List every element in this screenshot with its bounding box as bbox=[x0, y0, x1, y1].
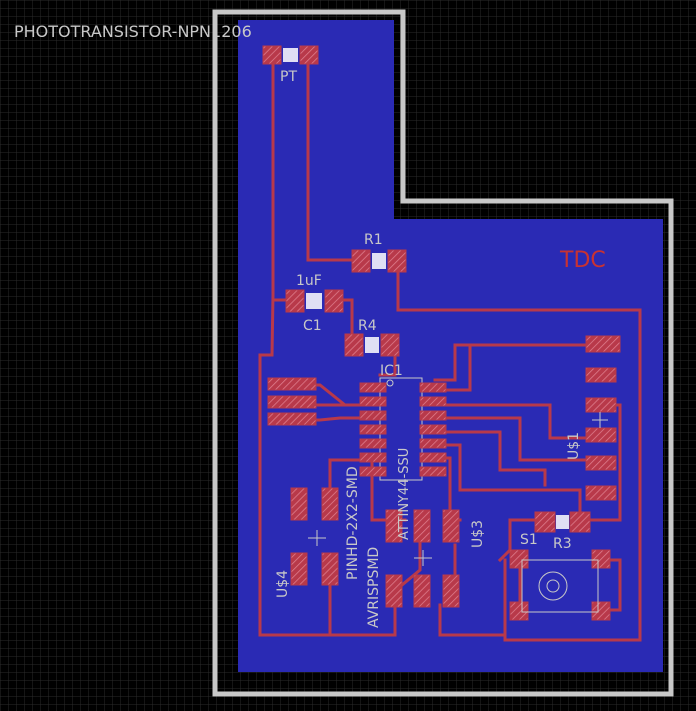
us1-footprint bbox=[585, 335, 621, 501]
copper-pour bbox=[238, 20, 663, 672]
r4-footprint bbox=[344, 333, 400, 357]
s1-switch-footprint bbox=[509, 549, 611, 621]
s1-label: S1 bbox=[520, 532, 538, 548]
phototransistor-footprint bbox=[262, 45, 319, 65]
pt-label: PT bbox=[280, 69, 297, 85]
r3-label: R3 bbox=[553, 536, 572, 552]
us4-footprint bbox=[290, 487, 339, 586]
us3-label: U$3 bbox=[470, 520, 486, 548]
ic1-label: IC1 bbox=[380, 363, 403, 379]
r4-label: R4 bbox=[358, 318, 377, 334]
attiny-label: ATTINY44-SSU bbox=[397, 448, 412, 540]
pinhd-label: PINHD-2X2-SMD bbox=[345, 466, 361, 580]
avrispsmd-label: AVRISPSMD bbox=[366, 547, 382, 628]
r1-label: R1 bbox=[364, 232, 383, 248]
r1-footprint bbox=[351, 249, 407, 273]
us4-label: U$4 bbox=[275, 570, 291, 598]
left-connector-footprint bbox=[267, 377, 317, 426]
us1-label: U$1 bbox=[566, 432, 582, 460]
us3-footprint bbox=[385, 509, 460, 608]
c1-value-label: 1uF bbox=[296, 273, 322, 289]
board-title: PHOTOTRANSISTOR-NPN1206 bbox=[14, 22, 252, 41]
c1-footprint bbox=[285, 289, 344, 313]
ic1-footprint bbox=[359, 377, 447, 481]
c1-label: C1 bbox=[303, 318, 322, 334]
r3-footprint bbox=[534, 511, 591, 533]
board-outline bbox=[212, 9, 674, 697]
tdc-logo: TDC bbox=[559, 248, 606, 273]
